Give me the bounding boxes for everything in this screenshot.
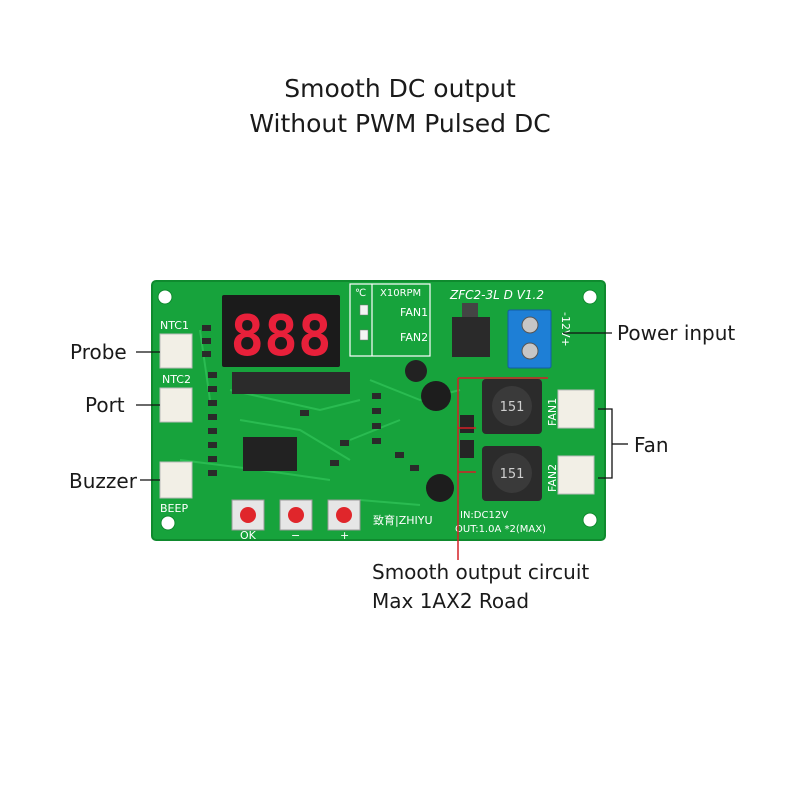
mcu-chip	[243, 437, 297, 471]
ntc2-connector	[159, 387, 193, 423]
probe-callout: Probe	[70, 340, 127, 364]
btn-plus-label: +	[340, 529, 349, 542]
inductor-2-code: 151	[500, 467, 525, 482]
power-polarity-label: -12V+	[559, 312, 572, 347]
brand-label: 致育|ZHIYU	[373, 513, 433, 527]
unit-rpm-label: X10RPM	[380, 288, 421, 299]
smd-components	[202, 325, 419, 476]
spec-in-label: IN:DC12V	[460, 510, 508, 521]
board-model-label: ZFC2-3L D V1.2	[449, 288, 544, 302]
seven-segment-display	[222, 295, 340, 367]
electrolytic-capacitor	[426, 474, 454, 502]
display-digits: 888	[230, 304, 331, 369]
driver-chip	[232, 372, 350, 394]
button-plus	[327, 499, 361, 531]
ntc2-label: NTC2	[162, 373, 191, 386]
fan2-silk-label: FAN2	[546, 464, 559, 492]
fan1-connector	[557, 389, 595, 429]
port-callout: Port	[85, 393, 125, 417]
buzzer-callout: Buzzer	[69, 469, 137, 493]
power-input-callout: Power input	[617, 321, 736, 345]
btn-ok-label: OK	[240, 529, 257, 542]
ntc1-label: NTC1	[160, 319, 189, 332]
headline-line-2: Without PWM Pulsed DC	[249, 109, 551, 138]
smooth-circuit-highlight	[457, 377, 548, 560]
button-minus	[279, 499, 313, 531]
fan-callout: Fan	[634, 433, 669, 457]
beep-label: BEEP	[160, 502, 188, 515]
beep-connector	[159, 461, 193, 499]
smooth-circuit-caption-2: Max 1AX2 Road	[372, 589, 530, 613]
mounting-holes	[157, 289, 598, 531]
inductor-1-code: 151	[500, 400, 525, 415]
led-fan1-label: FAN1	[400, 306, 428, 319]
smooth-circuit-caption-1: Smooth output circuit	[372, 560, 590, 584]
ntc1-connector	[159, 333, 193, 369]
power-terminal-block	[507, 309, 552, 369]
electrolytic-capacitor	[405, 360, 427, 382]
legend-box	[349, 283, 431, 357]
spec-out-label: OUT:1.0A *2(MAX)	[455, 524, 546, 535]
btn-minus-label: −	[291, 529, 300, 542]
voltage-regulator	[452, 317, 490, 357]
led-fan2-label: FAN2	[400, 331, 428, 344]
headline-line-1: Smooth DC output	[284, 74, 516, 103]
callout-lines	[136, 332, 628, 481]
button-ok	[231, 499, 265, 531]
electrolytic-capacitor	[421, 381, 451, 411]
fan1-silk-label: FAN1	[546, 398, 559, 426]
unit-celsius-label: ℃	[355, 288, 366, 299]
fan2-connector	[557, 455, 595, 495]
